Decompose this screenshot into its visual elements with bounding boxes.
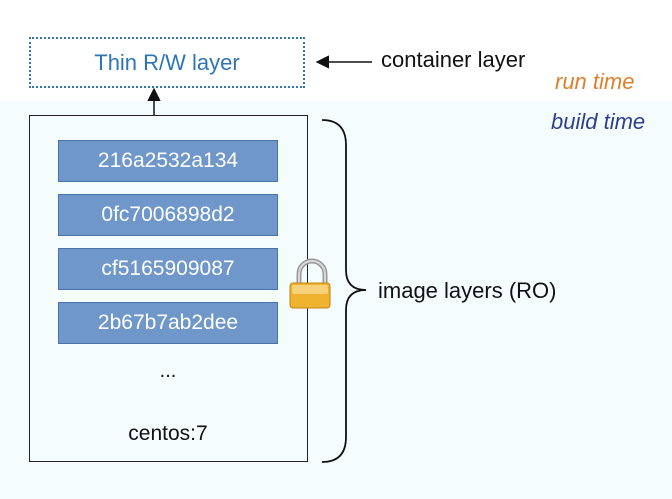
image-layer: cf5165909087 [58,248,278,290]
container-layer-label: container layer [381,47,526,72]
image-layer-id: 2b67b7ab2dee [97,311,239,334]
image-layers-brace [321,119,367,463]
thin-rw-layer: Thin R/W layer [29,37,305,88]
thin-rw-layer-label: Thin R/W layer [94,49,240,75]
base-image-label: centos:7 [128,422,208,445]
image-layer-id: cf5165909087 [101,257,235,280]
run-time-label: run time [555,69,635,94]
image-layer: 216a2532a134 [58,140,278,182]
image-layers-label: image layers (RO) [378,278,557,303]
image-layer-id: 0fc7006898d2 [101,203,235,226]
image-layer-id: 216a2532a134 [97,149,239,172]
image-box: 216a2532a134 0fc7006898d2 cf5165909087 2… [29,115,308,462]
more-layers-ellipsis: ... [159,360,177,382]
image-layer: 0fc7006898d2 [58,194,278,236]
lock-icon [289,258,331,309]
image-layer: 2b67b7ab2dee [58,302,278,344]
build-time-label: build time [551,109,646,134]
